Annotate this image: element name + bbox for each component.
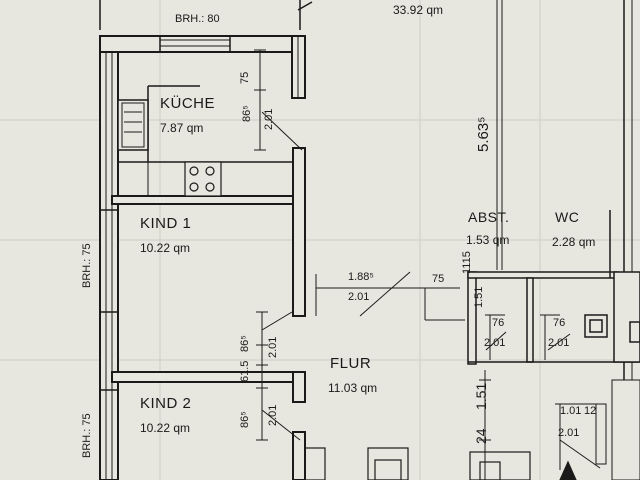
kind1-right-wall	[292, 147, 306, 317]
dim-wc-201: 2.01	[548, 337, 570, 349]
brh-label-left-1: BRH.: 75	[81, 243, 93, 288]
dim-abst-76: 76	[492, 317, 505, 329]
room-area-wc: 2.28 qm	[552, 235, 596, 249]
stove-icon	[184, 161, 222, 197]
kitchen-kind1-wall	[111, 195, 306, 205]
room-name-kind2: KIND 2	[140, 395, 192, 412]
dim-12: 12	[584, 405, 597, 417]
kind2-right-wall	[292, 371, 306, 403]
dim-101: 1.01	[560, 405, 582, 417]
brh-label-top: BRH.: 80	[175, 13, 220, 25]
room-name-wc: WC	[555, 209, 580, 225]
kitchen-counter	[117, 85, 292, 196]
room-area-kueche: 7.87 qm	[160, 121, 204, 135]
room-name-abst: ABST.	[468, 209, 510, 225]
dim-563: 5.63⁵	[475, 116, 492, 152]
kind-door-dimension	[256, 311, 301, 441]
room-name-flur: FLUR	[330, 355, 372, 372]
dim-201-lower: 2.01	[558, 427, 580, 439]
room-name-kueche: KÜCHE	[160, 95, 216, 112]
dim-flur-201: 2.01	[348, 291, 370, 303]
kitchen-door-dimension	[254, 49, 303, 151]
dim-wc-76: 76	[553, 317, 566, 329]
room-area-flur: 11.03 qm	[328, 381, 378, 395]
dim-flur-1885: 1.88⁵	[348, 271, 374, 283]
dim-flur-75: 75	[432, 273, 445, 285]
room-name-kind1: KIND 1	[140, 215, 192, 232]
kitchen-sink-icon	[121, 102, 145, 148]
dim-24: 24	[473, 428, 489, 444]
dim-kitchen-865: 86⁵	[241, 105, 253, 122]
bottom-fixtures	[304, 447, 577, 480]
brh-label-left-2: BRH.: 75	[81, 413, 93, 458]
lower-right-dimension	[479, 370, 640, 480]
room-area-top: 33.92 qm	[393, 3, 444, 17]
room-area-kind2: 10.22 qm	[140, 421, 191, 435]
dim-abst-1115: 1115	[461, 251, 473, 274]
dim-kind-615: 61.5	[239, 360, 251, 382]
dim-abst-151: 1.51	[473, 286, 485, 308]
dim-kind1-201: 2.01	[267, 336, 279, 358]
dim-kind1-865: 86⁵	[239, 335, 251, 352]
abst-wc-door-dimension	[485, 314, 571, 360]
top-wall-line	[297, 1, 313, 11]
room-area-abst: 1.53 qm	[466, 233, 510, 247]
flur-door-dimension	[315, 271, 465, 321]
kitchen-top-wall	[99, 35, 306, 53]
dim-abst-201: 2.01	[484, 337, 506, 349]
room-area-kind1: 10.22 qm	[140, 241, 191, 255]
kind1-kind2-wall	[111, 371, 306, 383]
dim-kind2-865: 86⁵	[239, 411, 251, 428]
dim-kind2-201: 2.01	[267, 404, 279, 426]
abst-wc-walls	[467, 210, 640, 365]
dim-kitchen-201: 2.01	[263, 108, 275, 130]
dim-kitchen-75: 75	[239, 71, 251, 84]
dim-151-lower: 1.51	[473, 382, 489, 410]
exterior-wall-left	[99, 35, 119, 480]
